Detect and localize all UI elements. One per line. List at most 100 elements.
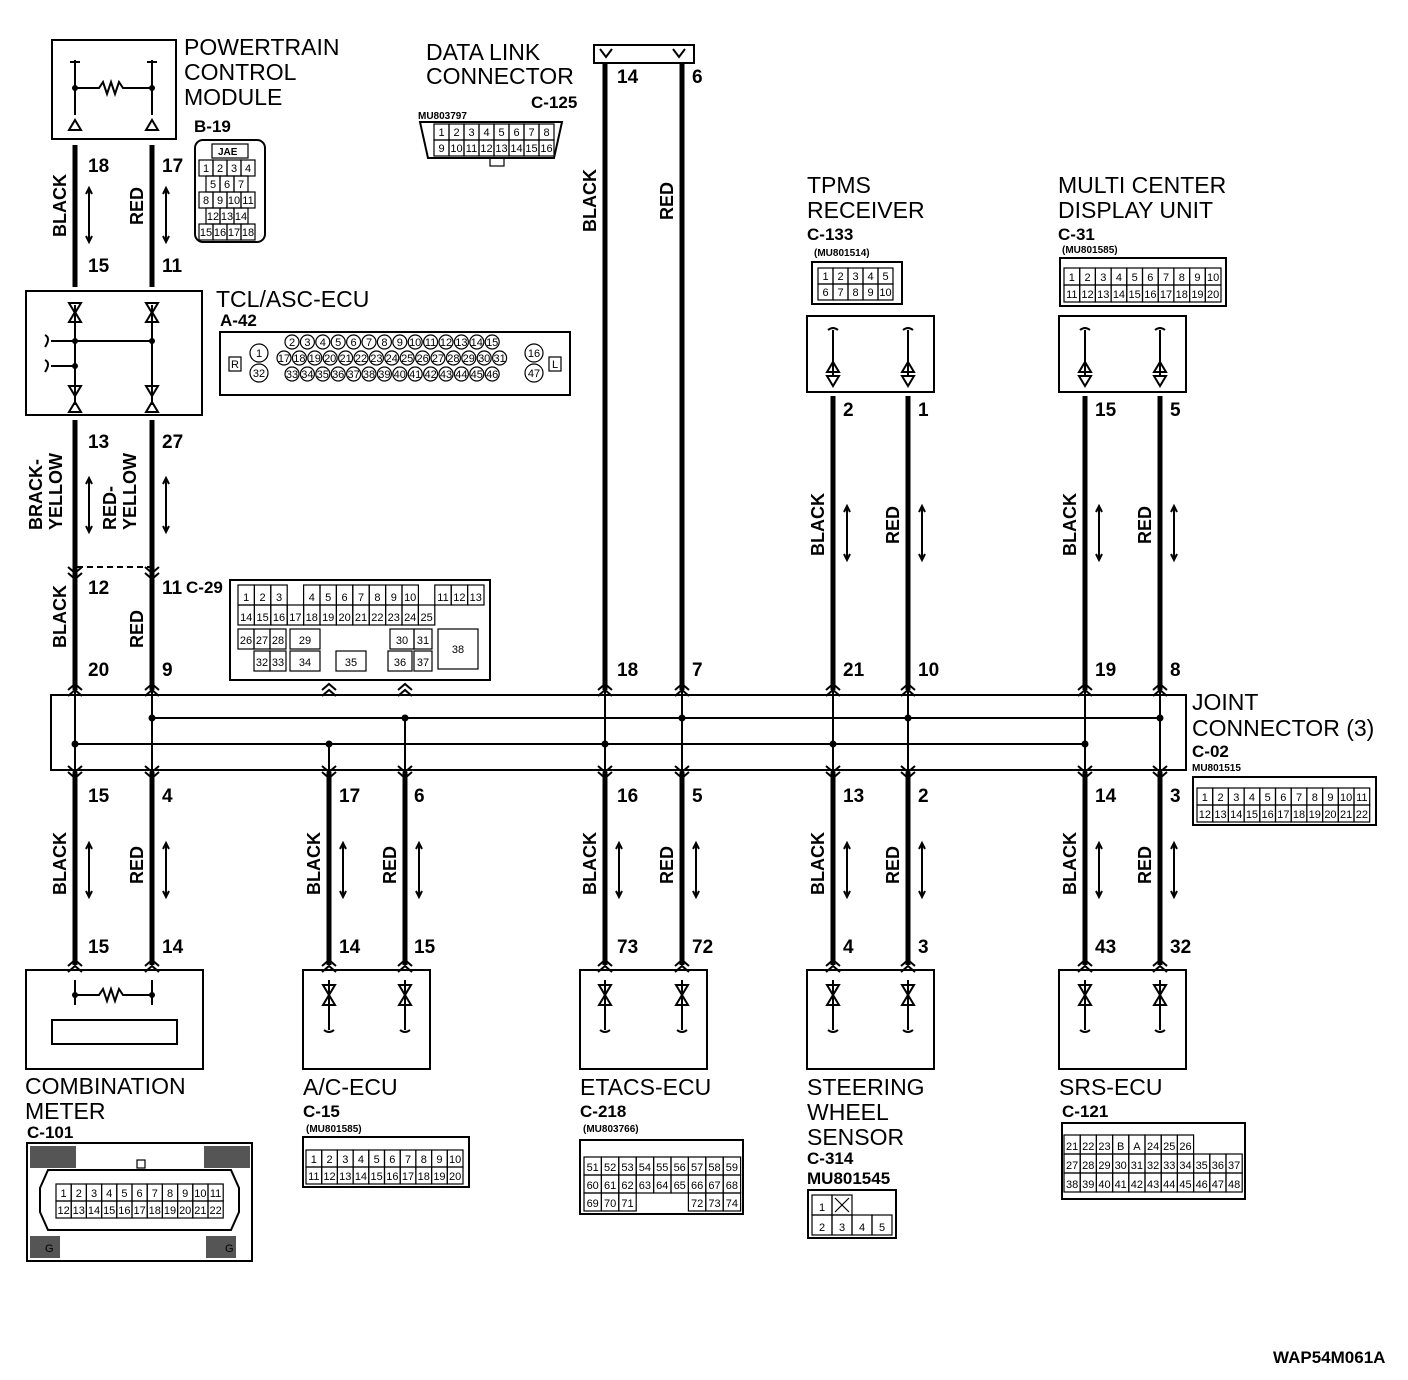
srs-cell-24: 24 [1147, 1141, 1159, 1153]
tcl-cell-2: 2 [289, 337, 295, 349]
ac-name: A/C-ECU [303, 1074, 398, 1100]
mcdu-code: C-31 [1058, 225, 1095, 244]
dlc-cell-7: 7 [528, 127, 534, 139]
c29-cell-37: 37 [417, 657, 429, 669]
dlc-cell-15: 15 [525, 143, 537, 155]
etacs-cell-71: 71 [621, 1198, 633, 1210]
meter-cell-21: 21 [194, 1205, 206, 1217]
etacs-cell-57: 57 [691, 1162, 703, 1174]
wire-color-black-3: BLACK [580, 169, 600, 232]
mcdu-cell-18: 18 [1176, 289, 1188, 301]
tcl-cell-7: 7 [366, 337, 372, 349]
c29-cell-3: 3 [276, 592, 282, 604]
joint-cell-14: 14 [1230, 809, 1242, 821]
pin-joint-out-14: 14 [1095, 786, 1117, 807]
etacs-cell-66: 66 [691, 1180, 703, 1192]
tcl-cell-37: 37 [347, 369, 359, 381]
c29-cell-13: 13 [470, 592, 482, 604]
etacs-cell-70: 70 [604, 1198, 616, 1210]
ac-cell-9: 9 [436, 1154, 442, 1166]
joint-cell-19: 19 [1309, 809, 1321, 821]
joint-name-1: JOINT [1192, 689, 1258, 715]
pcm-cell-7: 7 [238, 179, 244, 191]
sws-cell-4: 4 [859, 1222, 865, 1234]
sws-cell-3: 3 [839, 1222, 845, 1234]
dlc-cell-14: 14 [510, 143, 522, 155]
c29-cell-1: 1 [243, 592, 249, 604]
etacs-cell-61: 61 [604, 1180, 616, 1192]
tcl-cell-15: 15 [486, 337, 498, 349]
tpms-code: C-133 [807, 225, 853, 244]
pin-joint-in-10: 10 [918, 660, 939, 681]
meter-cell-18: 18 [149, 1205, 161, 1217]
pin-dlc-14: 14 [617, 67, 639, 88]
joint-cell-17: 17 [1277, 809, 1289, 821]
pin-dlc-6: 6 [692, 67, 703, 88]
mcdu-cell-19: 19 [1191, 289, 1203, 301]
joint-code: C-02 [1192, 742, 1229, 761]
dlc-cell-13: 13 [495, 143, 507, 155]
tpms-cell-6: 6 [822, 287, 828, 299]
mcdu-cell-12: 12 [1081, 289, 1093, 301]
c29-cell-32: 32 [256, 657, 268, 669]
junction-dot-5 [71, 740, 79, 748]
meter-cell-8: 8 [167, 1188, 173, 1200]
srs-cell-32: 32 [1147, 1160, 1159, 1172]
srs-cell-30: 30 [1115, 1160, 1127, 1172]
joint-cell-13: 13 [1214, 809, 1226, 821]
pcm-name-2: CONTROL [184, 59, 297, 85]
c29-code: C-29 [186, 578, 223, 597]
ac-cell-6: 6 [389, 1154, 395, 1166]
tcl-cell-10: 10 [409, 337, 421, 349]
tcl-cell-26: 26 [416, 353, 428, 365]
dlc-cell-9: 9 [438, 143, 444, 155]
powertrain-control-module: POWERTRAIN CONTROL MODULE B-19 [51, 34, 339, 140]
srs-cell-26: 26 [1179, 1141, 1191, 1153]
wire-color-red-2: RED [127, 610, 147, 648]
meter-cell-17: 17 [133, 1205, 145, 1217]
ac-cell-5: 5 [374, 1154, 380, 1166]
dlc-cell-12: 12 [480, 143, 492, 155]
etacs-cell-62: 62 [621, 1180, 633, 1192]
ac-cell-4: 4 [358, 1154, 364, 1166]
joint-cell-5: 5 [1265, 792, 1271, 804]
joint-cell-6: 6 [1280, 792, 1286, 804]
meter-corner-r: G [225, 1243, 234, 1255]
c29-cell-9: 9 [391, 592, 397, 604]
pin-joint-out-13: 13 [843, 786, 864, 807]
mcdu-part: (MU801585) [1062, 245, 1118, 256]
pin-joint-out-3: 3 [1170, 786, 1181, 807]
tpms-cell-5: 5 [882, 271, 888, 283]
tcl-cell-25: 25 [401, 353, 413, 365]
wire-color-red-3: RED [657, 182, 677, 220]
pin-joint-out-2: 2 [918, 786, 929, 807]
wire-color-black-2: BLACK [50, 585, 70, 648]
pcm-cell-8: 8 [203, 195, 209, 207]
tcl-cell-46: 46 [486, 369, 498, 381]
dlc-name-1: DATA LINK [426, 39, 541, 65]
etacs-code: C-218 [580, 1102, 626, 1121]
wire-color-red-5: RED [1135, 506, 1155, 544]
pcm-conn-tag: JAE [218, 147, 238, 158]
pcm-cell-17: 17 [228, 227, 240, 239]
mcdu-name-1: MULTI CENTER [1058, 172, 1226, 198]
wire-color-black-low-0: BLACK [50, 832, 70, 895]
wire-color-black-low-3: BLACK [808, 832, 828, 895]
mcdu-cell-10: 10 [1207, 272, 1219, 284]
meter-cell-14: 14 [88, 1205, 100, 1217]
pin-c29-red: 11 [162, 578, 183, 599]
mcdu-cell-6: 6 [1147, 272, 1153, 284]
tcl-cell-29: 29 [463, 353, 475, 365]
tcl-code: A-42 [220, 311, 257, 330]
c29-cell-28: 28 [272, 635, 284, 647]
tpms-name-1: TPMS [807, 172, 871, 198]
srs-cell-38: 38 [1066, 1179, 1078, 1191]
tcl-cell-22: 22 [355, 353, 367, 365]
c29-cell-36: 36 [394, 657, 406, 669]
wire-color-brack-1: BRACK- [26, 459, 46, 530]
mcdu-cell-20: 20 [1207, 289, 1219, 301]
pin-mcdu-5: 5 [1170, 400, 1181, 421]
etacs-cell-73: 73 [708, 1198, 720, 1210]
